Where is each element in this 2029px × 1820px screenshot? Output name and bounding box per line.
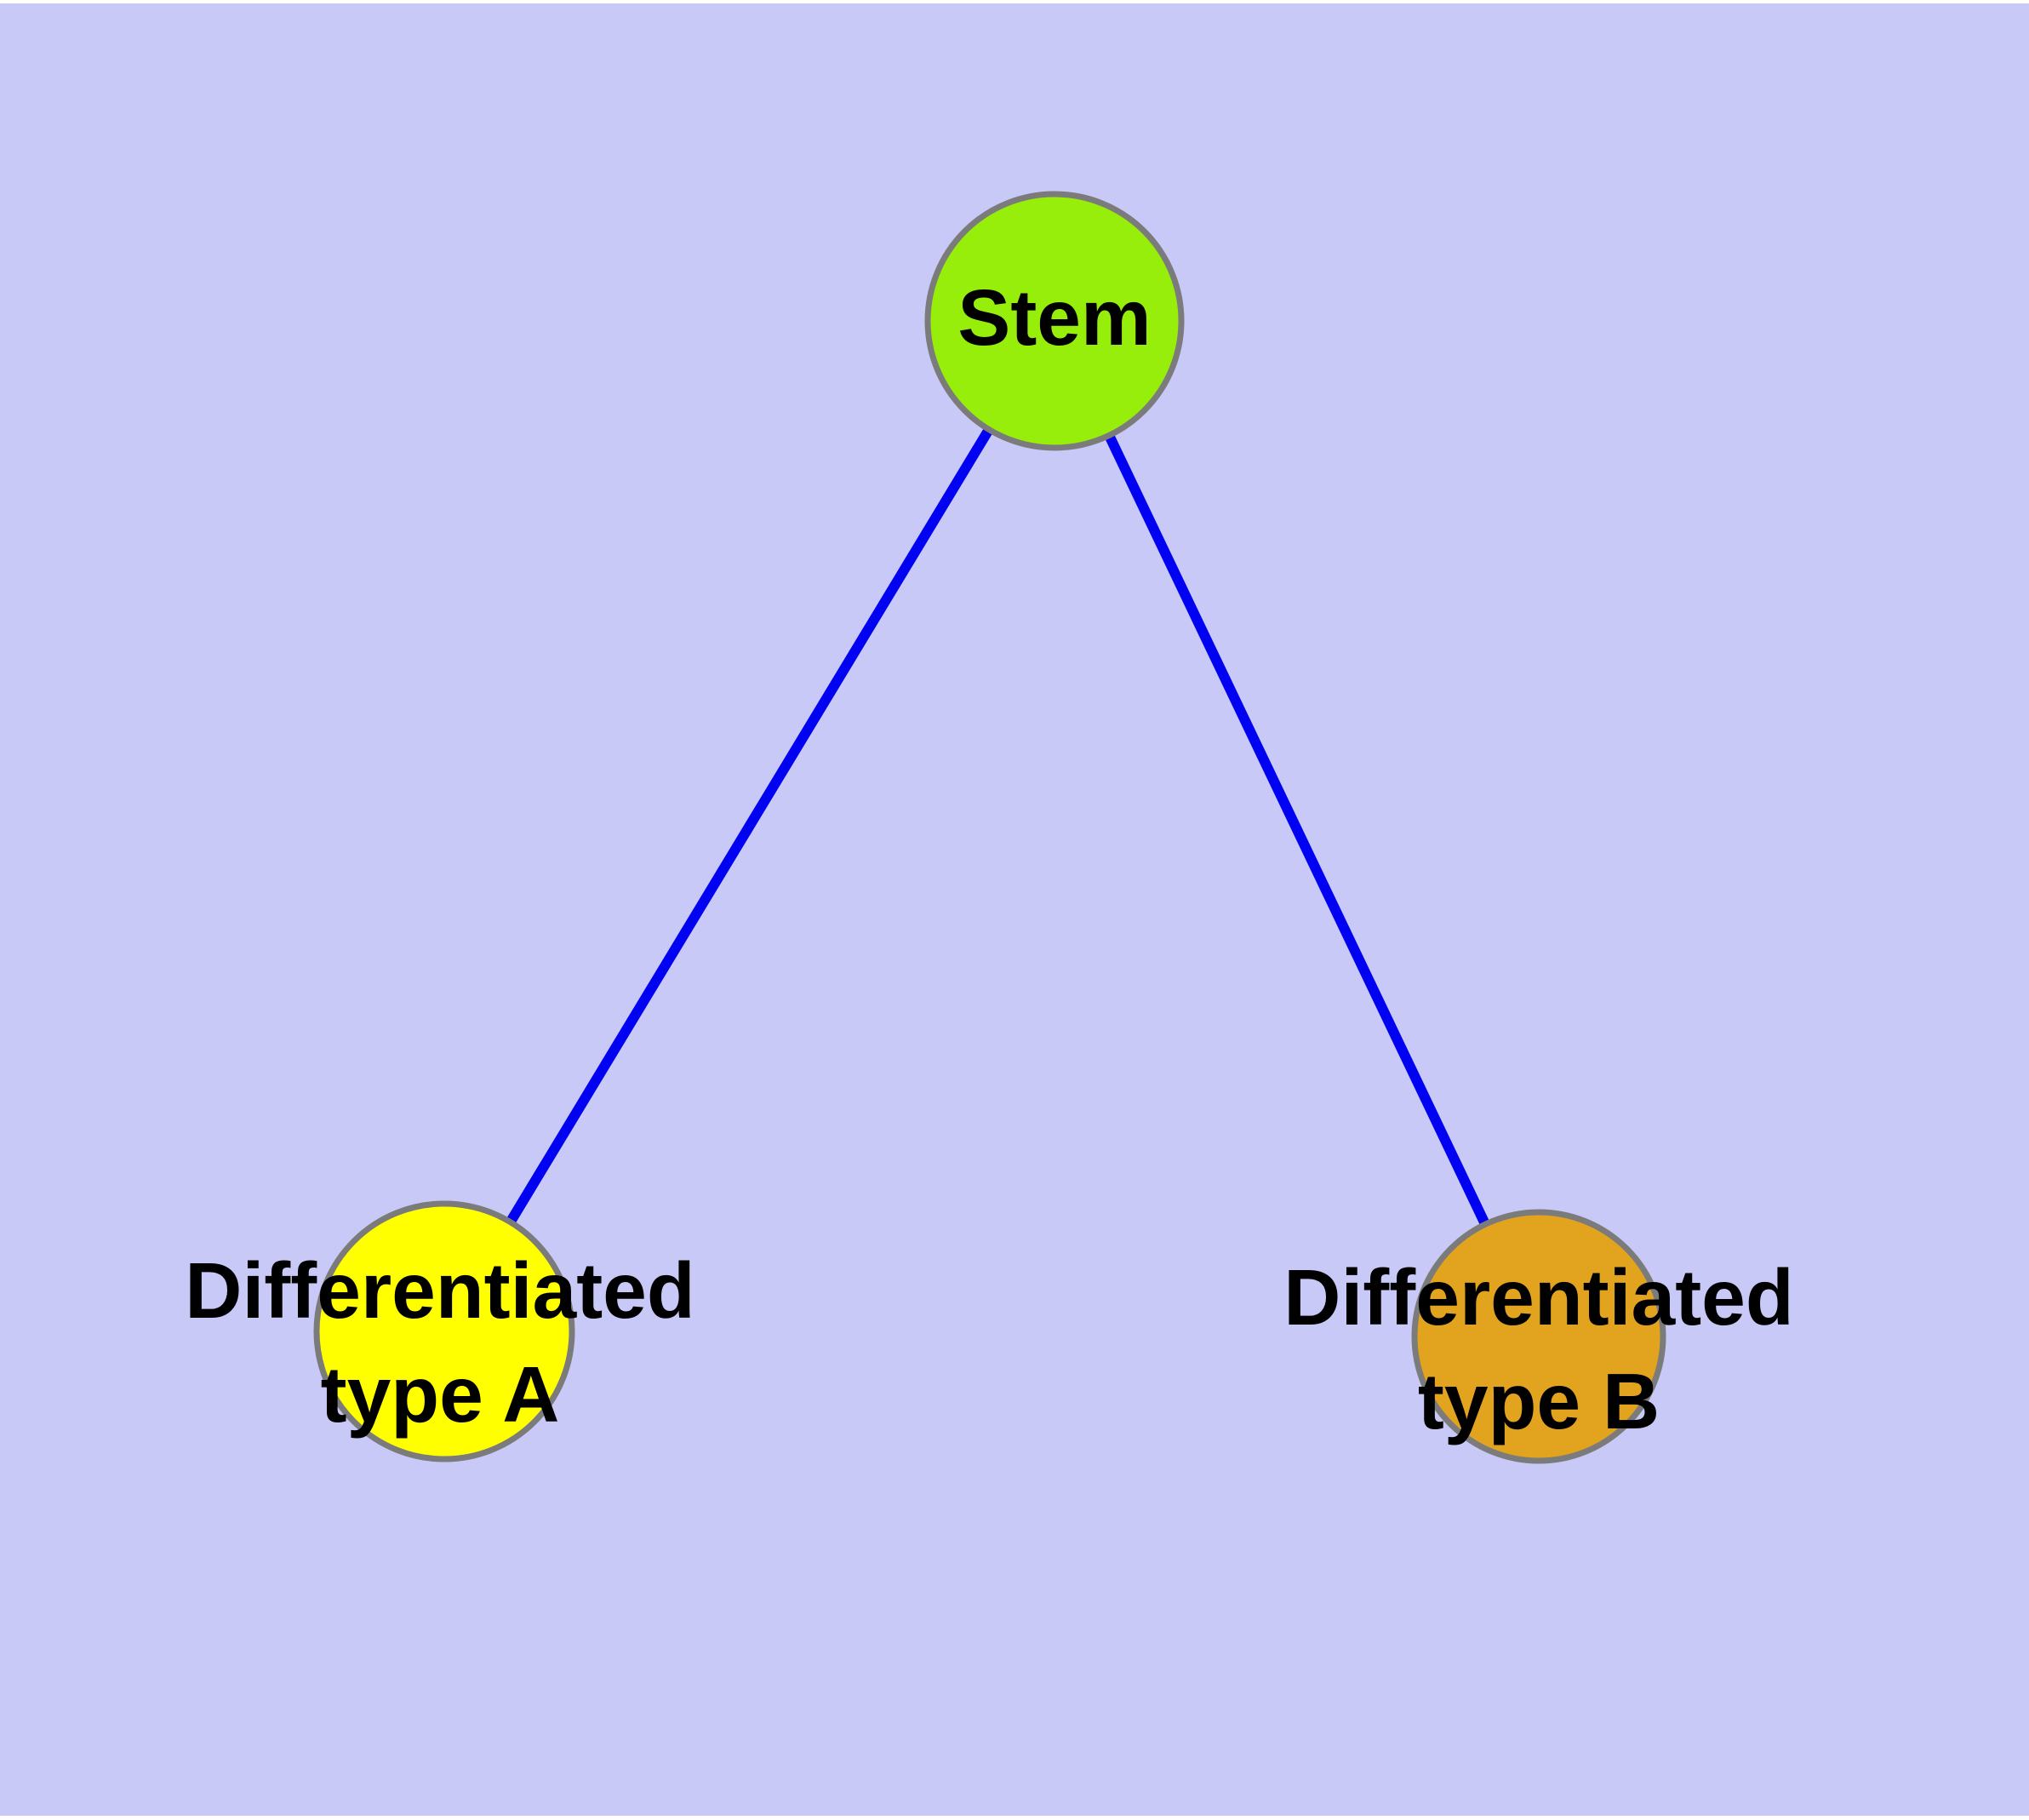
node-stem [924,191,1185,451]
node-type-a-label-line-2: type A [320,1350,560,1439]
node-differentiated-type-b-label: Differentiated type B [1283,1246,1793,1454]
node-type-b-label-line-1: Differentiated [1283,1253,1794,1342]
edge-stem-to-type-b [1049,318,1544,1339]
node-stem-label-line: Stem [957,273,1152,363]
node-type-a-label-line-1: Differentiated [185,1246,695,1336]
node-stem-label: Stem [957,266,1151,370]
edge-stem-to-type-a [439,318,1060,1335]
node-differentiated-type-b [1411,1209,1666,1464]
node-differentiated-type-a [313,1200,575,1462]
node-type-b-label-line-2: type B [1417,1357,1660,1445]
node-differentiated-type-a-label: Differentiated type A [185,1239,694,1447]
